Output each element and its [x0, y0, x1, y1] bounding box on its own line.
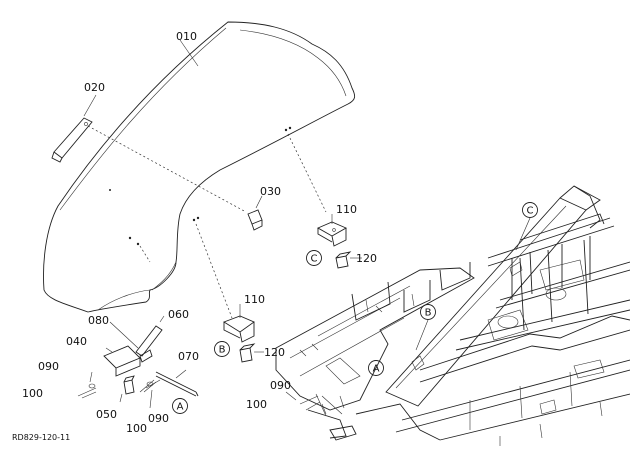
part-label-050: 050	[96, 408, 117, 421]
leader-010	[179, 39, 199, 67]
callout-B-left: B	[214, 341, 230, 357]
leader-020	[83, 94, 97, 117]
part-label-120-upper: 120	[356, 252, 377, 265]
callout-letter: C	[527, 206, 534, 217]
part-label-100-right: 100	[246, 398, 267, 411]
callout-letter: A	[373, 364, 380, 375]
callout-letter: B	[219, 345, 226, 356]
part-label-120-lower: 120	[264, 346, 285, 359]
part-label-090-right: 090	[270, 379, 291, 392]
callout-A-left: A	[172, 398, 188, 414]
part-label-090-mid: 090	[148, 412, 169, 425]
part-label-090-left: 090	[38, 360, 59, 373]
part-label-010: 010	[176, 30, 197, 43]
chassis-frame	[275, 185, 630, 446]
part-label-100-mid: 100	[126, 422, 147, 435]
callout-letter: C	[311, 254, 318, 265]
part-label-060: 060	[168, 308, 189, 321]
part-label-020: 020	[84, 81, 105, 94]
fender-panel	[43, 21, 356, 313]
part-label-100-left: 100	[22, 387, 43, 400]
bracket-110-upper	[316, 214, 348, 247]
bracket-110-lower	[222, 304, 255, 343]
nut-120-lower	[239, 343, 264, 363]
fender-assembly-lines	[87, 125, 327, 319]
part-label-070: 070	[178, 350, 199, 363]
part-label-080: 080	[88, 314, 109, 327]
callout-letter: B	[425, 308, 432, 319]
callout-C-frame: C	[522, 202, 538, 218]
callout-C-upper: C	[306, 250, 322, 266]
drawing-code: RD829-120-11	[12, 433, 70, 442]
bracket-020	[51, 117, 93, 163]
part-label-030: 030	[260, 185, 281, 198]
part-label-110-lower: 110	[244, 293, 265, 306]
part-label-110-upper: 110	[336, 203, 357, 216]
lower-left-hardware	[77, 315, 199, 409]
bolt-030	[247, 195, 263, 231]
callout-A-frame: A	[368, 360, 384, 376]
callout-B-frame: B	[420, 304, 436, 320]
nut-120-upper	[335, 251, 362, 269]
callout-letter: A	[177, 402, 184, 413]
part-label-040: 040	[66, 335, 87, 348]
